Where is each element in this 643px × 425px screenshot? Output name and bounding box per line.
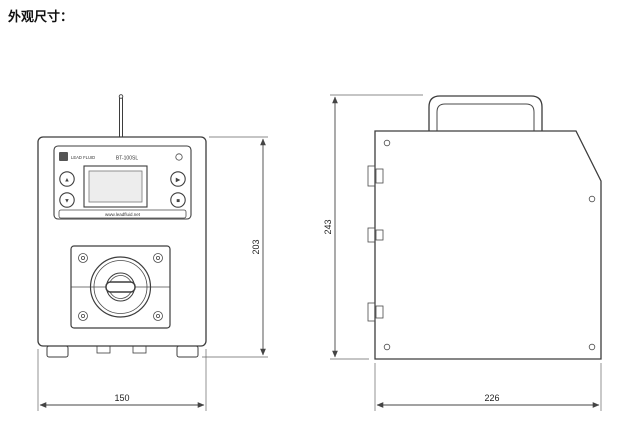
- speed-up-icon: ▲: [64, 178, 70, 184]
- screw-top-right: [588, 195, 596, 203]
- display-screen: [88, 170, 143, 203]
- model-label: BT-100SL: [116, 156, 138, 162]
- brand-logo: LEAD FLUID: [59, 152, 95, 161]
- bolt-bottom-right: [153, 311, 163, 321]
- speed-down-button: [59, 192, 75, 208]
- control-panel-bezel: [53, 145, 192, 220]
- website-label: www.leadfluid.net: [105, 212, 141, 217]
- pump-head-bolts: [78, 253, 163, 321]
- side-screws: [383, 139, 596, 351]
- display-frame: [83, 165, 148, 208]
- connector-middle-inner: [375, 229, 384, 241]
- speed-down-icon: ▼: [64, 199, 70, 205]
- front-height-dimension: 203: [202, 136, 268, 358]
- bolt-bottom-right-center: [155, 313, 160, 318]
- front-view: LEAD FLUID BT-100SL ▲ ▼: [37, 94, 268, 411]
- rotor-inner-ring: [93, 260, 148, 314]
- antenna-rod: [119, 96, 123, 139]
- screw-bottom-left: [383, 343, 391, 351]
- carry-handle: [428, 95, 543, 131]
- side-height-dimension-label: 243: [323, 219, 333, 234]
- brand-logo-icon: [59, 152, 68, 161]
- handle-outer: [428, 95, 543, 131]
- rotor: [89, 256, 152, 318]
- connector-bottom: [367, 302, 376, 322]
- bolt-top-right-center: [155, 255, 160, 260]
- control-panel: LEAD FLUID BT-100SL ▲ ▼: [53, 145, 192, 220]
- side-depth-extension-lines: [374, 363, 602, 411]
- start-stop-icon: ▶: [176, 178, 181, 184]
- front-bottom-lug-left: [96, 345, 111, 354]
- handle-inner: [436, 103, 535, 131]
- front-height-dimension-label: 203: [251, 239, 261, 254]
- front-body: [37, 136, 207, 347]
- indicator-led: [175, 153, 183, 161]
- full-speed-button: [170, 192, 186, 208]
- side-depth-dimension: 226: [374, 363, 602, 411]
- front-foot-right: [176, 345, 199, 358]
- side-height-dimension: 243: [323, 94, 423, 360]
- antenna-tip: [118, 94, 124, 99]
- rotor-outer-ring: [89, 256, 152, 318]
- speed-up-button: [59, 171, 75, 187]
- front-foot-left: [46, 345, 69, 358]
- connector-bottom-inner: [375, 305, 384, 319]
- front-width-dimension: 150: [37, 349, 207, 411]
- screw-top-left: [383, 139, 391, 147]
- front-feet: [46, 345, 199, 358]
- page-title: 外观尺寸：: [8, 10, 74, 25]
- side-depth-dimension-label: 226: [484, 393, 499, 403]
- front-width-dimension-label: 150: [114, 393, 129, 403]
- screw-bottom-right: [588, 343, 596, 351]
- side-height-extension-lines: [330, 94, 423, 360]
- antenna: [118, 94, 124, 139]
- connector-top-inner: [375, 168, 384, 184]
- side-connectors: [367, 165, 384, 322]
- panel-buttons: ▲ ▼ ▶ ■: [59, 171, 186, 208]
- start-stop-button: [170, 171, 186, 187]
- rotor-slot: [105, 281, 136, 293]
- side-body: [374, 130, 602, 360]
- pump-head: [70, 245, 171, 329]
- bolt-bottom-left: [78, 311, 88, 321]
- bolt-top-left-center: [81, 255, 86, 260]
- brand-logo-label: LEAD FLUID: [71, 155, 95, 160]
- side-view: 243 226: [323, 94, 602, 411]
- website-strip-box: [58, 209, 187, 219]
- website-strip: www.leadfluid.net: [58, 209, 187, 219]
- front-bottom-lug-right: [132, 345, 147, 354]
- connector-top: [367, 165, 376, 187]
- front-height-extension-lines: [202, 136, 268, 358]
- bolt-bottom-left-center: [81, 313, 86, 318]
- bolt-top-right: [153, 253, 163, 263]
- full-speed-icon: ■: [176, 199, 180, 205]
- front-width-extension-lines: [37, 349, 207, 411]
- connector-middle: [367, 227, 376, 243]
- bolt-top-left: [78, 253, 88, 263]
- display: [83, 165, 148, 208]
